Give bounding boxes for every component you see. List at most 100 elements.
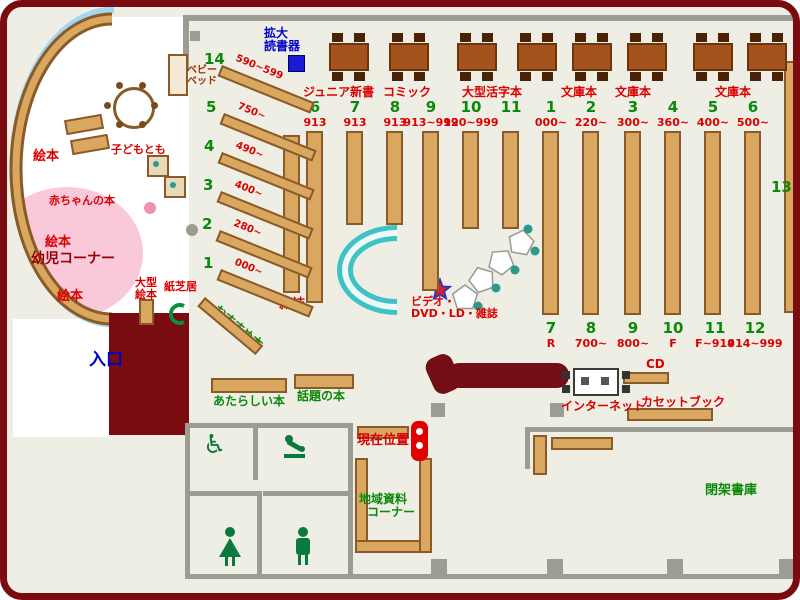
chair [354,33,365,42]
stack-number: 11 [500,98,522,116]
regional-top-shelf [357,426,409,439]
stack-number: 8 [389,98,401,116]
entrance-recess [13,319,109,437]
chair [622,385,630,393]
stool [144,202,156,214]
chair [597,33,608,42]
internet-label: インターネット [561,399,646,413]
shelf-13-label: 13 [771,178,792,196]
stack-number: 6 [309,98,321,116]
seat-dots [473,224,540,311]
cassette-shelf [627,408,713,421]
topic-books-shelf [294,374,354,389]
closed-stacks-label: 閉架書庫 [705,483,758,498]
reading-table [457,43,497,71]
stack-number: 9 [425,98,437,116]
current-location-label: 現在位置 [357,433,410,448]
reading-table-group [572,33,612,81]
stack-range: 700~ [574,337,608,350]
kamishibai-shelf [139,299,154,325]
wall [183,15,793,21]
chair-dot [116,121,123,128]
stack-shelf [533,435,547,475]
section-label: コミック [383,85,432,99]
seat-pentagon [488,250,515,276]
curved-bench-inner [342,230,398,310]
stack-number: 7 [545,319,557,337]
bookshelf [704,131,721,315]
chair [718,72,729,81]
magnifier-label: 拡大読書器 [264,26,301,54]
large-picture-books-label: 大型絵本 [135,276,157,302]
chair [542,72,553,81]
pillar [431,559,447,575]
kamishibai-label: 紙芝居 [164,280,197,293]
stack-number: 12 [744,319,766,337]
chair [696,72,707,81]
wall [183,15,189,69]
chair [332,72,343,81]
stack-range: 913 [383,116,407,129]
fan-shelf-number: 2 [202,215,213,233]
stack-number: 1 [545,98,557,116]
wall [348,423,353,579]
chair [354,72,365,81]
pc-terminal [581,377,589,385]
bookshelf [462,131,479,229]
reading-table [389,43,429,71]
stack-range: 913 [303,116,327,129]
chair [520,72,531,81]
fan-shelf-number: 14 [204,50,225,68]
stack-range: F [669,337,677,350]
section-label: ジュニア新書 [303,85,375,99]
pillar [190,31,200,41]
stack-range: 400~ [696,116,730,129]
chair [482,72,493,81]
internet-table-group [562,368,630,396]
regional-corner-label: 地域資料コーナー [359,492,416,520]
fan-shelf-number: 3 [203,176,214,194]
seat-pentagon [468,266,494,294]
seat-dot [170,182,176,188]
stack-range: 800~ [616,337,650,350]
stack-number: 10 [662,319,684,337]
pillar [667,559,683,575]
chair [482,33,493,42]
reading-table-group [517,33,557,81]
stack-range: 000~ [534,116,568,129]
baby-bed [168,54,188,96]
baby-care-icon [283,433,307,463]
cassette-books-label: カセットブック [641,395,726,409]
chair [772,72,783,81]
reading-table [693,43,733,71]
chair [332,33,343,42]
stack-range: 913~919 [403,116,459,129]
wall [257,491,262,579]
bookshelf [624,131,641,315]
stack-range: 500~ [736,116,770,129]
chair [772,33,783,42]
marker-dot [416,428,423,435]
reading-table [517,43,557,71]
wall [525,427,530,469]
pillar [779,559,793,575]
reading-table-group [389,33,429,81]
chair [460,72,471,81]
chair-dot [139,121,146,128]
pillar [547,559,563,575]
pc-terminal [601,377,609,385]
bookshelf [744,131,761,315]
star-marker [427,277,453,301]
baby-books-label: 赤ちゃんの本 [49,194,115,207]
fan-shelf-number: 5 [206,98,217,116]
kodomotomo-label: 子どもとも [111,143,166,156]
chair-dot [116,82,123,89]
chair [622,371,630,379]
topic-books-label: 話題の本 [297,389,346,403]
picture-books-label: 絵本 [45,235,72,250]
stack-range: 300~ [616,116,650,129]
entrance-block [109,313,189,435]
chair [562,371,570,379]
chair [575,72,586,81]
wall [185,574,353,579]
